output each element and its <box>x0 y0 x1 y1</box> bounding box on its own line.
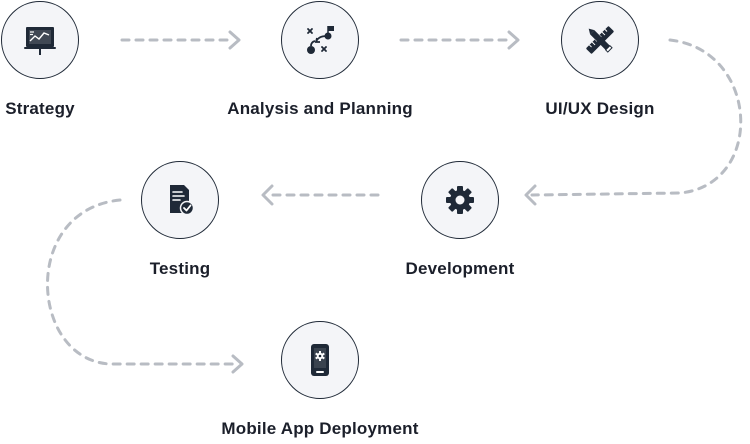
step-analysis-circle <box>281 1 359 79</box>
arrowhead-analysis <box>228 30 241 50</box>
step-strategy-circle <box>1 1 79 79</box>
mobile-settings-icon <box>302 342 338 378</box>
step-design-circle <box>561 1 639 79</box>
gear-icon <box>442 182 478 218</box>
step-development-circle <box>421 161 499 239</box>
arrowhead-development <box>524 184 537 206</box>
step-strategy-label: Strategy <box>5 99 75 118</box>
planning-path-icon <box>302 22 338 58</box>
step-deployment-label: Mobile App Deployment <box>221 419 419 438</box>
checked-document-icon <box>162 182 198 218</box>
step-design-label: UI/UX Design <box>545 99 655 118</box>
arrowhead-design <box>507 30 520 50</box>
arrowhead-deployment <box>231 354 244 374</box>
arrowhead-testing <box>261 184 274 206</box>
step-testing-label: Testing <box>149 259 211 278</box>
strategy-board-icon <box>22 22 58 58</box>
step-development-label: Development <box>405 259 515 278</box>
step-analysis-label: Analysis and Planning <box>227 99 413 118</box>
step-testing-circle <box>141 161 219 239</box>
step-deployment-circle <box>281 321 359 399</box>
design-tools-icon <box>582 22 618 58</box>
